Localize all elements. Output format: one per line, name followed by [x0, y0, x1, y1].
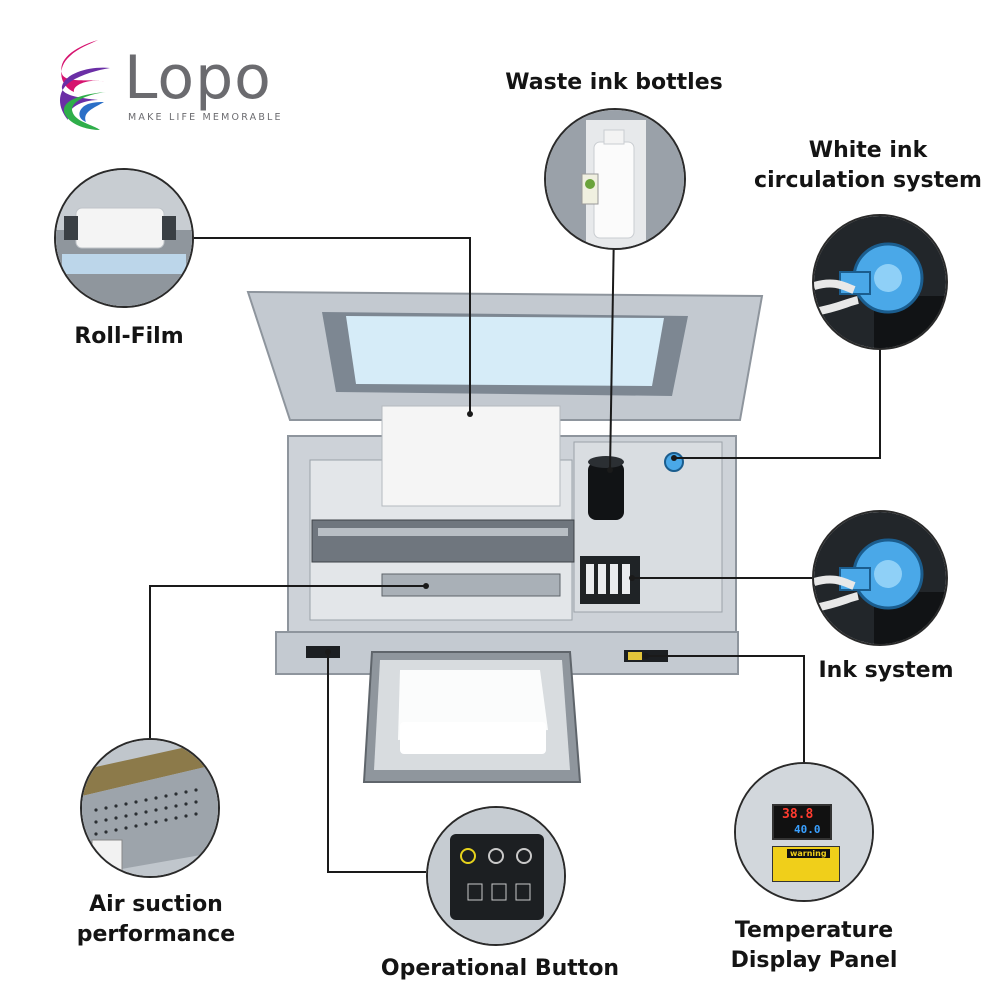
lopo-logo-icon: [60, 40, 110, 130]
waste-bottle-icon: [546, 110, 684, 248]
temperature-reading-bottom: 40.0: [794, 823, 821, 836]
white-ink-label: White ink circulation system: [740, 136, 996, 196]
waste-bottle: [588, 462, 624, 520]
operational-line: [327, 652, 426, 873]
operation-panel-small: [306, 646, 340, 658]
print-gantry: [311, 519, 575, 563]
warning-sticker-title: warning: [787, 849, 830, 858]
white-ink-label-line1: White ink: [808, 138, 928, 163]
roll-film-label: Roll-Film: [74, 324, 184, 349]
waste-ink-label: Waste ink bottles: [505, 70, 723, 95]
print-rail: [318, 528, 568, 536]
ink-system-label: Ink system: [818, 658, 954, 683]
pump-icon: [814, 216, 946, 348]
film-sheet: [381, 405, 561, 507]
white-ink-line: [674, 336, 881, 459]
brand-name: Lopo: [124, 43, 272, 113]
temperature-reading-top: 38.8: [782, 807, 814, 822]
roll-film-circle: [54, 168, 194, 308]
suction-plate-icon: [82, 740, 218, 876]
printer-lid-glass: [346, 316, 664, 386]
film-roll-icon: [56, 170, 192, 306]
waste-ink-line: [609, 227, 615, 471]
operational-label: Operational Button: [380, 956, 620, 981]
pump-icon: [814, 512, 946, 644]
brand-tagline: MAKE LIFE MEMORABLE: [128, 112, 283, 123]
air-suction-label: Air suction performance: [56, 890, 256, 950]
waste-ink-circle: [544, 108, 686, 250]
air-suction-line: [149, 585, 426, 738]
brand-logo: Lopo MAKE LIFE MEMORABLE: [52, 38, 292, 134]
air-suction-circle: [80, 738, 220, 878]
ink-system-circle: [812, 510, 948, 646]
temperature-label-line2: Display Panel: [730, 948, 898, 973]
temperature-circle: 38.8 40.0 warning: [734, 762, 874, 902]
operational-circle: [426, 806, 566, 946]
temperature-label: Temperature Display Panel: [712, 916, 916, 976]
temperature-line: [646, 655, 805, 770]
air-suction-label-line1: Air suction: [89, 892, 223, 917]
white-ink-label-line2: circulation system: [754, 168, 982, 193]
warning-sticker: warning: [772, 846, 840, 882]
temperature-label-line1: Temperature: [734, 918, 894, 943]
air-suction-label-line2: performance: [76, 922, 236, 947]
control-panel-icon: [428, 808, 564, 944]
temperature-display-screen: 38.8 40.0: [772, 804, 832, 840]
white-ink-circle: [812, 214, 948, 350]
roll-film-line: [194, 237, 471, 414]
